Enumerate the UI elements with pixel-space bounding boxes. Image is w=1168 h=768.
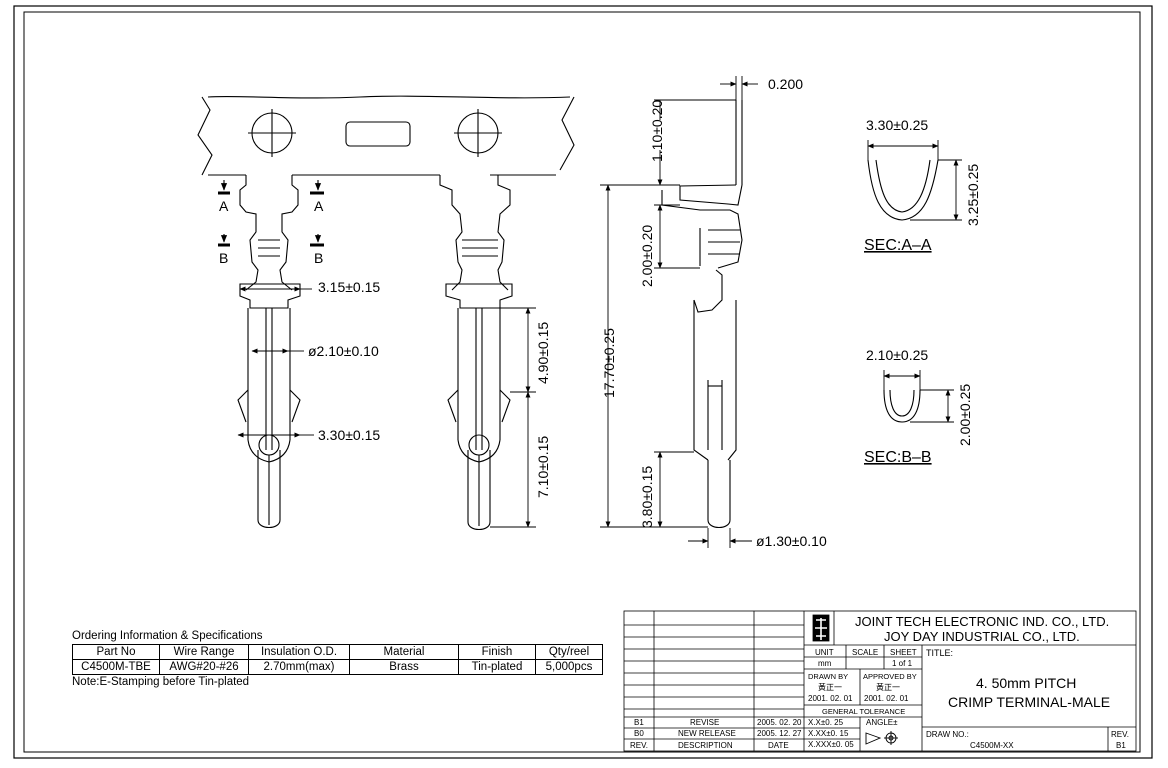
- revision-row-1-rev: B1: [634, 718, 644, 727]
- cell-wire-range: AWG#20-#26: [159, 659, 249, 675]
- cell-qty: 5,000pcs: [535, 659, 603, 675]
- back-view-terminal: [439, 175, 513, 531]
- approved-by-name: 黃正一: [876, 682, 900, 692]
- rev-label: REV.: [1111, 730, 1129, 739]
- sec-aa-width: 3.30±0.25: [866, 117, 928, 133]
- draw-no-value: C4500M-XX: [970, 741, 1014, 750]
- revision-header-rev: REV.: [630, 741, 648, 750]
- header-part-no: Part No: [72, 644, 160, 660]
- dim-line-sec-bb: [883, 370, 954, 423]
- ordering-title: Ordering Information & Specifications: [72, 630, 263, 642]
- carrier-strip: [197, 95, 575, 176]
- dim-line-sec-aa: [867, 140, 962, 221]
- sec-bb-height: 2.00±0.25: [957, 384, 973, 446]
- ordering-note: Note:E-Stamping before Tin-plated: [72, 676, 250, 688]
- tolerance-2: X.XX±0. 15: [808, 729, 849, 738]
- strip-slot: [345, 121, 411, 147]
- unit-label: UNIT: [815, 648, 834, 657]
- ordering-table: Part No Wire Range Insulation O.D. Mater…: [72, 644, 603, 675]
- drawn-by-date: 2001. 02. 01: [808, 694, 853, 703]
- cell-material: Brass: [349, 659, 459, 675]
- cell-finish: Tin-plated: [458, 659, 536, 675]
- drawn-by-label: DRAWN BY: [808, 672, 848, 681]
- company-name-2: JOY DAY INDUSTRIAL CO., LTD.: [884, 629, 1080, 644]
- dim-3-30: 3.30±0.15: [318, 427, 380, 443]
- sheet-label: SHEET: [890, 648, 917, 657]
- dim-line-1-10: [654, 99, 736, 186]
- company-logo: [815, 618, 827, 640]
- title-block: [623, 610, 1137, 752]
- sec-bb-width: 2.10±0.25: [866, 347, 928, 363]
- tolerance-3: X.XXX±0. 05: [808, 740, 854, 749]
- draw-no-label: DRAW NO.:: [926, 730, 969, 739]
- dim-2-10: ø2.10±0.10: [308, 343, 379, 359]
- ordering-info: Ordering Information & Specifications Pa…: [72, 630, 603, 688]
- dim-line-1-30: [688, 528, 752, 548]
- approved-by-date: 2001. 02. 01: [864, 694, 909, 703]
- dim-line-2-00: [654, 204, 700, 269]
- cell-part-no: C4500M-TBE: [72, 659, 160, 675]
- cell-insulation: 2.70mm(max): [248, 659, 350, 675]
- header-finish: Finish: [458, 644, 536, 660]
- dim-2-00: 2.00±0.20: [639, 225, 655, 287]
- revision-row-2-rev: B0: [634, 729, 644, 738]
- company-name-1: JOINT TECH ELECTRONIC IND. CO., LTD.: [855, 614, 1109, 629]
- dim-17-70: 17.70±0.25: [601, 328, 617, 398]
- dim-1-10: 1.10±0.20: [649, 100, 665, 162]
- section-b-left-label: B: [219, 250, 228, 266]
- header-wire-range: Wire Range: [159, 644, 249, 660]
- revision-row-1-date: 2005. 02. 20: [757, 718, 802, 727]
- section-a-left-label: A: [219, 198, 229, 214]
- dim-3-15: 3.15±0.15: [318, 279, 380, 295]
- unit-value: mm: [818, 659, 832, 668]
- table-row: C4500M-TBE AWG#20-#26 2.70mm(max) Brass …: [72, 659, 603, 675]
- dim-4-90: 4.90±0.15: [535, 322, 551, 384]
- section-cut-markers: [218, 180, 324, 247]
- header-material: Material: [349, 644, 459, 660]
- section-a-right-label: A: [314, 198, 324, 214]
- header-qty: Qty/reel: [535, 644, 603, 660]
- angle-label: ANGLE±: [866, 718, 898, 727]
- angle-projection-icon: [865, 731, 898, 745]
- section-aa-profile: [867, 159, 939, 221]
- dim-line-7-10: [490, 391, 536, 528]
- sec-aa-label: SEC:A–A: [864, 237, 932, 254]
- dim-line-4-90: [500, 307, 536, 393]
- revision-header-date: DATE: [768, 741, 789, 750]
- revision-row-2-desc: NEW RELEASE: [678, 729, 736, 738]
- revision-row-2-date: 2005. 12. 27: [757, 729, 802, 738]
- tolerance-1: X.X±0. 25: [808, 718, 844, 727]
- table-header-row: Part No Wire Range Insulation O.D. Mater…: [72, 644, 603, 660]
- side-view-terminal: [661, 100, 743, 529]
- inner-border: [23, 11, 1141, 753]
- drawing-title-2: CRIMP TERMINAL-MALE: [948, 694, 1110, 710]
- revision-header-desc: DESCRIPTION: [678, 741, 733, 750]
- sec-aa-height: 3.25±0.25: [965, 164, 981, 226]
- dim-line-thickness: [720, 76, 758, 100]
- drawing-title-1: 4. 50mm PITCH: [976, 675, 1076, 691]
- approved-by-label: APPROVED BY: [863, 672, 917, 681]
- tolerance-label: GENERAL TOLERANCE: [822, 707, 905, 716]
- rev-value: B1: [1116, 741, 1126, 750]
- sec-bb-label: SEC:B–B: [864, 449, 932, 466]
- dim-7-10: 7.10±0.15: [535, 436, 551, 498]
- scale-label: SCALE: [852, 648, 878, 657]
- dim-line-17-70: [600, 184, 708, 528]
- dim-thickness: 0.200: [768, 76, 803, 92]
- sheet-value: 1 of 1: [892, 659, 913, 668]
- dim-1-30: ø1.30±0.10: [756, 533, 827, 549]
- header-insulation: Insulation O.D.: [248, 644, 350, 660]
- title-label: TITLE:: [926, 648, 953, 658]
- section-bb-profile: [883, 389, 921, 423]
- section-b-right-label: B: [314, 250, 323, 266]
- drawn-by-name: 黃正一: [818, 682, 842, 692]
- dim-3-80: 3.80±0.15: [639, 466, 655, 528]
- dim-line-3-80: [654, 451, 694, 528]
- revision-row-1-desc: REVISE: [690, 718, 719, 727]
- outer-border: [13, 5, 1153, 759]
